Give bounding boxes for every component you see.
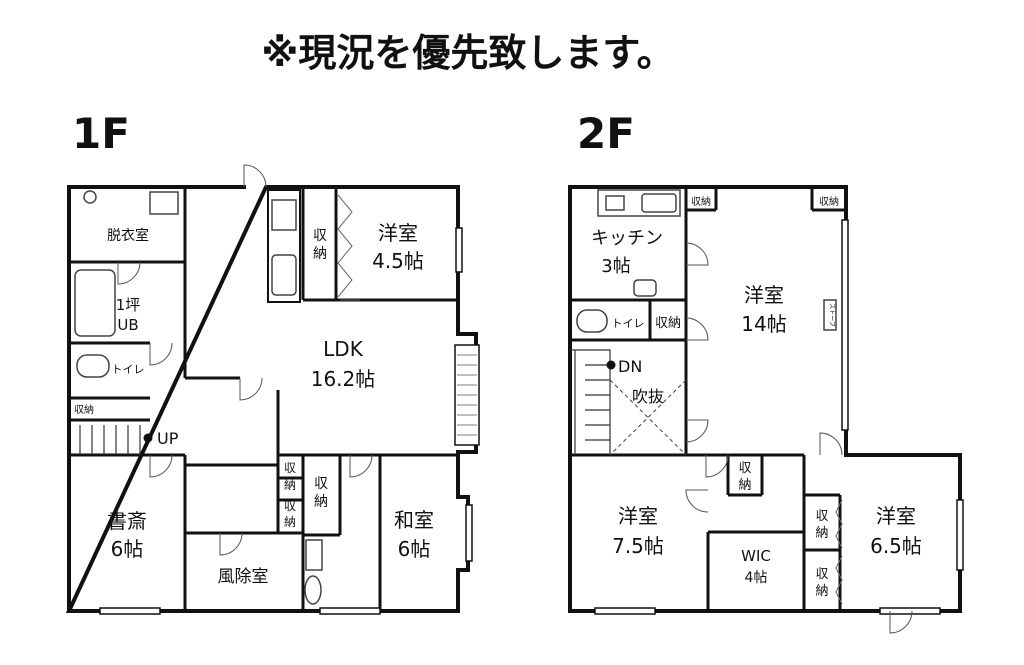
- room-youshitsu14-size: 14帖: [741, 312, 786, 336]
- room-toilet-1f: トイレ: [112, 363, 145, 376]
- floor-1: 1F: [65, 109, 480, 615]
- floor-1-label: 1F: [72, 109, 130, 158]
- storage-g-2: 納: [815, 526, 828, 541]
- room-fujoshitsu: 風除室: [218, 567, 269, 587]
- storage-h-2: 納: [815, 584, 828, 599]
- room-wic-size: 4帖: [745, 570, 768, 586]
- up-label: UP: [157, 429, 179, 448]
- storage-g-1: 収: [815, 509, 828, 524]
- storage-a-1: 収: [313, 228, 327, 244]
- storage-b-2: 納: [284, 478, 296, 492]
- storage-f-1: 収: [738, 461, 751, 476]
- storage-c-2: 納: [284, 515, 296, 529]
- room-shosai-size: 6帖: [111, 537, 144, 561]
- dn-marker: [606, 360, 616, 370]
- up-marker: [143, 433, 153, 443]
- room-shosai-name: 書斎: [107, 509, 147, 533]
- room-youshitsu75-size: 7.5帖: [612, 534, 664, 558]
- room-youshitsu75-name: 洋室: [618, 504, 658, 528]
- room-youshitsu65-size: 6.5帖: [870, 534, 922, 558]
- storage-d-2: 納: [314, 494, 328, 510]
- room-kitchen-size: 3帖: [601, 256, 630, 277]
- room-datsuishitsu: 脱衣室: [107, 227, 149, 244]
- storage-h-1: 収: [815, 567, 828, 582]
- storage-c-1: 収: [284, 499, 296, 513]
- room-youshitsu45-name: 洋室: [378, 221, 418, 245]
- room-ldk-size: 16.2帖: [311, 367, 376, 391]
- room-kitchen-name: キッチン: [591, 228, 663, 249]
- room-youshitsu45-size: 4.5帖: [372, 249, 424, 273]
- storage-a-2: 納: [313, 246, 327, 262]
- room-youshitsu14-name: 洋室: [744, 283, 784, 307]
- storage-top2-2f: 収納: [819, 195, 839, 208]
- room-wic-name: WIC: [741, 547, 771, 565]
- storage-b-1: 収: [284, 461, 296, 475]
- storage-small-1f: 収納: [74, 403, 94, 416]
- floor-2-label: 2F: [577, 109, 635, 158]
- stove-label: ストーブ: [828, 303, 836, 327]
- fukinuke-label: 吹抜: [632, 387, 664, 406]
- room-youshitsu65-name: 洋室: [876, 504, 916, 528]
- room-ldk-name: LDK: [323, 337, 364, 361]
- storage-d-1: 収: [314, 476, 328, 492]
- storage-mid-2f: 収納: [655, 316, 681, 331]
- notice-text: ※現況を優先致します。: [261, 31, 674, 75]
- room-washitsu-name: 和室: [394, 508, 434, 532]
- floor-2: 2F: [568, 109, 964, 634]
- room-washitsu-size: 6帖: [398, 537, 431, 561]
- dn-label: DN: [618, 357, 642, 376]
- room-ub-line1: 1坪: [116, 296, 141, 314]
- room-toilet-2f: トイレ: [612, 317, 645, 330]
- room-ub-line2: UB: [117, 316, 138, 334]
- storage-f-2: 納: [738, 478, 751, 493]
- storage-top1-2f: 収納: [691, 195, 711, 208]
